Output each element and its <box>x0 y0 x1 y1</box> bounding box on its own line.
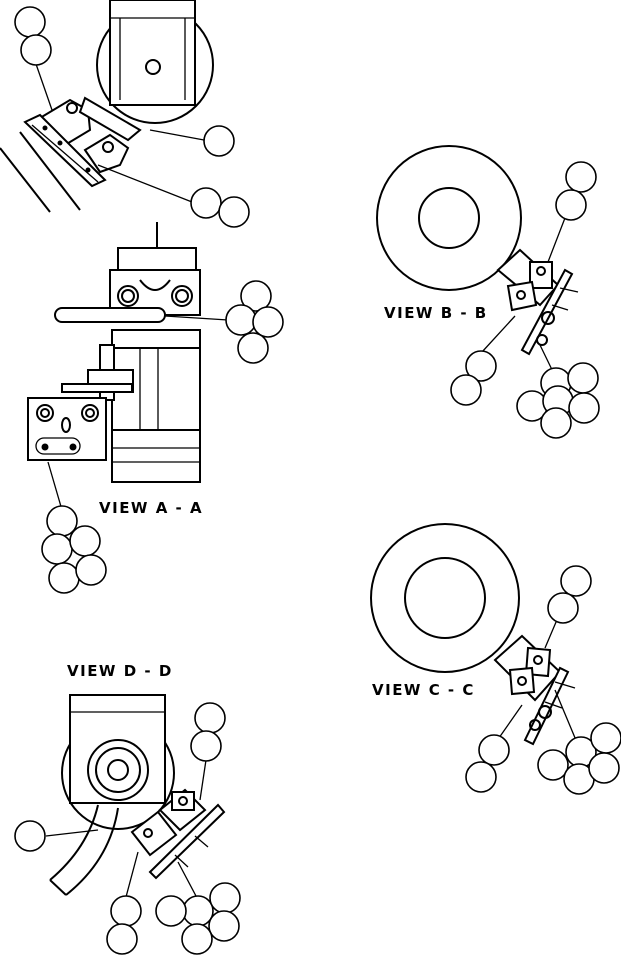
view-d-label: VIEW D - D <box>67 662 173 680</box>
view-a-callouts <box>41 280 284 594</box>
view-c-assembly <box>370 523 579 746</box>
view-a-label: VIEW A - A <box>99 499 204 517</box>
view-c-label: VIEW C - C <box>372 681 475 699</box>
top-view-assembly <box>0 0 214 213</box>
view-b-callouts <box>450 161 600 439</box>
view-b-label: VIEW B - B <box>384 304 488 322</box>
view-c-callouts <box>465 565 621 795</box>
view-a-assembly <box>27 222 229 511</box>
top-view-callouts <box>14 6 250 228</box>
view-d-assembly <box>45 694 226 898</box>
view-b-assembly <box>376 145 579 379</box>
view-d-callouts <box>14 702 241 955</box>
